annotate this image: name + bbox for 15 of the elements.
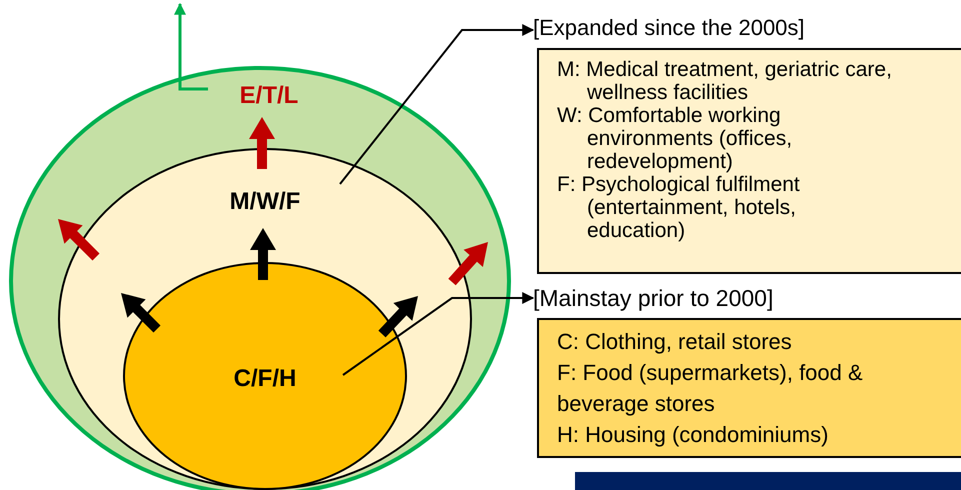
list-item: M: Medical treatment, geriatric care, wellness facilities [557, 58, 892, 104]
leader-arrow [342, 292, 534, 376]
arrow [174, 2, 208, 90]
title-bar [575, 472, 961, 490]
list-item: W: Comfortable working environments (offices, redevelopment) [557, 104, 794, 173]
list-item: C: Clothing, retail stores [557, 328, 793, 356]
list-item: F: Food (supermarkets), food & beverage stores [557, 359, 864, 418]
list-item: H: Housing (condominiums) [557, 421, 830, 449]
list-item: F: Psychological fulfilment (entertainment, hotels, education) [557, 173, 801, 242]
box-heading: [Mainstay prior to 2000] [533, 284, 774, 312]
leader-arrow [339, 24, 534, 185]
region-label: C/F/H [234, 367, 296, 391]
region-label: E/T/L [240, 84, 298, 108]
region-label: M/W/F [230, 190, 300, 214]
box-heading: [Expanded since the 2000s] [533, 14, 805, 42]
